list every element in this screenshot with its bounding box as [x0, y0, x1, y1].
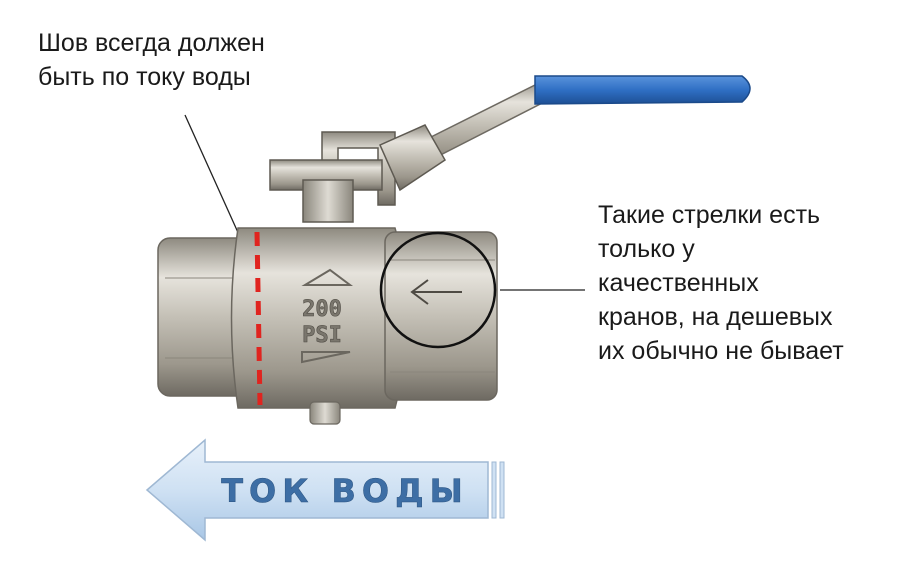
seam-annotation-line: Шов всегда должен	[38, 29, 265, 57]
flow-arrow-label: ТОК ВОДЫ	[221, 472, 469, 510]
embossed-arrow-bottom	[301, 351, 351, 364]
arrows-annotation-line: Такие стрелки есть	[598, 201, 821, 229]
handle-grip	[534, 75, 751, 105]
body-marking-unit: PSI	[302, 323, 342, 348]
arrows-annotation-line: качественных	[598, 269, 759, 297]
seam-marker	[254, 231, 263, 406]
seam-annotation: Шов всегда должен быть по току воды	[38, 26, 265, 94]
arrow-highlight-circle	[379, 231, 497, 349]
arrows-annotation-line: только у	[598, 235, 695, 263]
drain-nub	[309, 401, 341, 425]
embossed-arrow-top	[301, 268, 353, 286]
seam-annotation-line: быть по току воды	[38, 63, 251, 91]
ball-valve: 200 PSI	[157, 75, 751, 425]
body-marking-pressure: 200	[302, 297, 342, 322]
stem-nut	[302, 179, 354, 223]
arrows-annotation: Такие стрелки есть только у качественных…	[598, 198, 844, 368]
lever-clamp	[379, 124, 446, 192]
seam-leader-line	[184, 114, 246, 249]
hex-flow-arrow	[410, 279, 462, 305]
arrows-annotation-line: их обычно не бывает	[598, 337, 844, 365]
right-hex-end	[384, 231, 498, 401]
flow-direction-arrow: ТОК ВОДЫ	[145, 438, 505, 542]
arrows-annotation-line: кранов, на дешевых	[598, 303, 833, 331]
